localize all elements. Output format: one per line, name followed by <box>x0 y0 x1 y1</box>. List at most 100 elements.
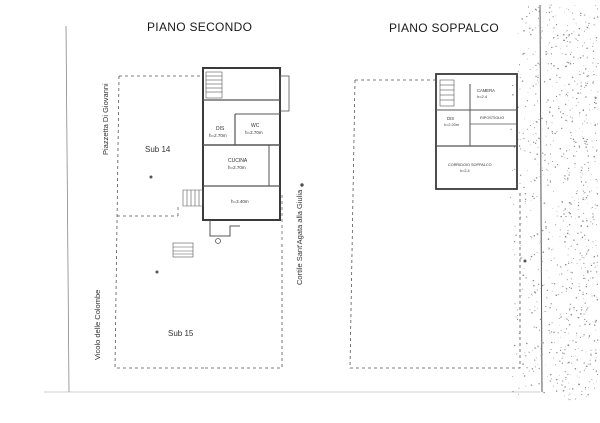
speckle <box>542 229 544 232</box>
speckle <box>577 232 579 234</box>
speckle <box>544 221 547 223</box>
speckle <box>564 263 567 266</box>
speckle <box>543 284 545 286</box>
speckle <box>564 331 566 334</box>
speckle <box>533 197 535 200</box>
speckle <box>534 366 536 368</box>
speckle <box>579 283 581 285</box>
speckle <box>551 68 552 70</box>
speckle <box>530 237 532 239</box>
speckle <box>575 297 578 299</box>
speckle <box>512 94 514 96</box>
speckle <box>592 109 593 110</box>
speckle <box>538 283 540 285</box>
speckle <box>529 12 531 14</box>
speckle <box>575 309 578 312</box>
speckle <box>591 174 592 176</box>
speckle <box>557 294 559 296</box>
speckle <box>524 352 526 354</box>
speckle <box>579 289 581 292</box>
speckle <box>535 120 537 123</box>
speckle <box>539 42 540 44</box>
speckle <box>582 184 585 186</box>
speckle <box>536 153 538 155</box>
speckle <box>549 19 551 21</box>
speckle <box>550 303 552 305</box>
speckle <box>568 324 571 326</box>
speckle <box>546 51 548 53</box>
label-sub15: Sub 15 <box>168 329 194 338</box>
speckle <box>566 313 568 314</box>
speckle <box>538 383 540 385</box>
speckle <box>572 155 575 157</box>
speckle <box>587 279 590 281</box>
marker-dot <box>149 175 153 179</box>
speckle <box>541 284 544 287</box>
speckle <box>549 180 551 182</box>
speckle <box>536 301 538 303</box>
speckle <box>581 167 583 169</box>
speckle <box>577 47 578 48</box>
speckle <box>587 307 589 309</box>
speckle <box>532 370 534 372</box>
speckle <box>539 318 541 320</box>
speckle <box>586 150 588 152</box>
speckle <box>514 169 516 171</box>
speckle <box>595 352 597 355</box>
marker-dot <box>300 183 304 187</box>
speckle <box>564 235 567 238</box>
speckle <box>593 42 595 44</box>
speckle <box>528 297 530 299</box>
speckle <box>554 132 556 135</box>
speckle <box>580 12 582 15</box>
speckle <box>581 394 583 396</box>
speckle <box>545 158 547 160</box>
speckle <box>569 116 571 118</box>
speckle <box>581 391 583 392</box>
speckle <box>534 142 537 144</box>
speckle <box>573 140 575 142</box>
speckle <box>587 24 589 26</box>
speckle <box>517 70 519 72</box>
speckle <box>586 365 588 367</box>
speckle <box>552 235 554 237</box>
speckle <box>594 324 596 326</box>
speckle <box>567 319 569 321</box>
speckle <box>556 131 558 133</box>
speckle <box>576 263 578 265</box>
sub-divider <box>117 204 179 217</box>
speckle <box>530 33 532 36</box>
speckle <box>562 389 565 392</box>
speckle <box>568 361 570 364</box>
speckle <box>571 76 574 79</box>
speckle <box>532 53 534 55</box>
speckle <box>585 28 587 30</box>
speckle <box>527 6 530 8</box>
speckle <box>537 76 539 79</box>
speckle <box>559 229 561 231</box>
speckle <box>543 391 545 394</box>
speckle <box>534 127 536 129</box>
speckle <box>572 340 574 342</box>
speckle <box>577 383 580 385</box>
speckle <box>573 18 575 20</box>
speckle <box>518 64 521 66</box>
speckle <box>578 216 580 218</box>
speckle <box>535 326 537 329</box>
speckle <box>552 100 555 102</box>
speckle <box>520 174 522 176</box>
speckle <box>564 178 566 179</box>
speckle <box>574 200 576 201</box>
speckle <box>575 104 577 107</box>
speckle <box>551 11 553 13</box>
speckle <box>554 15 556 17</box>
speckle <box>563 210 565 212</box>
speckle <box>524 118 526 120</box>
speckle <box>588 103 590 105</box>
speckle <box>540 288 542 290</box>
plan-piano-soppalco <box>349 73 527 369</box>
speckle <box>536 289 538 291</box>
speckle <box>583 42 585 44</box>
speckle <box>564 371 566 373</box>
speckle <box>536 195 538 197</box>
